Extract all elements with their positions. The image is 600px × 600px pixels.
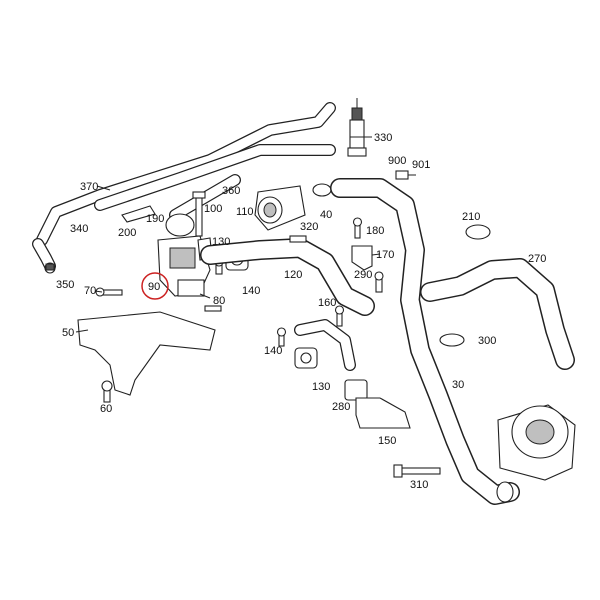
label-200: 200 <box>118 227 136 239</box>
label-900: 900 <box>388 155 406 167</box>
label-90: 90 <box>148 281 160 293</box>
pipe-120 <box>200 238 375 316</box>
connector-900 <box>395 170 416 180</box>
bolt-140b <box>276 327 287 347</box>
label-140b: 140 <box>264 345 282 357</box>
fitting-200 <box>121 205 156 223</box>
label-310: 310 <box>410 479 428 491</box>
clamp-350 <box>44 262 56 274</box>
bolt-320 <box>289 235 307 243</box>
label-100: 100 <box>204 203 222 215</box>
label-190: 190 <box>146 213 164 225</box>
valve-110 <box>254 185 306 231</box>
label-30: 30 <box>452 379 464 391</box>
label-120: 120 <box>284 269 302 281</box>
bolt-180 <box>352 217 363 239</box>
valve-90 <box>157 213 213 297</box>
plate-280 <box>344 379 368 401</box>
label-901: 901 <box>412 159 430 171</box>
label-70: 70 <box>84 285 96 297</box>
label-300: 300 <box>478 335 496 347</box>
label-40: 40 <box>320 209 332 221</box>
tube-370 <box>36 102 336 246</box>
label-330: 330 <box>374 132 392 144</box>
label-130b: 130 <box>312 381 330 393</box>
hose-270 <box>420 258 575 370</box>
label-150: 150 <box>378 435 396 447</box>
bolt-160 <box>334 305 345 327</box>
bolt-80 <box>204 305 222 312</box>
label-290: 290 <box>354 269 372 281</box>
bracket-170 <box>351 245 373 271</box>
label-320: 320 <box>300 221 318 233</box>
label-140a: 140 <box>242 285 260 297</box>
label-60: 60 <box>100 403 112 415</box>
label-280: 280 <box>332 401 350 413</box>
label-210: 210 <box>462 211 480 223</box>
label-80: 80 <box>213 295 225 307</box>
clamp-40 <box>312 183 332 197</box>
air-pump <box>497 404 576 481</box>
label-160: 160 <box>318 297 336 309</box>
gasket-130b <box>294 347 318 369</box>
label-110: 110 <box>236 206 254 218</box>
label-180: 180 <box>366 225 384 237</box>
clamp-300 <box>439 333 465 347</box>
bolt-310 <box>393 464 441 478</box>
bolt-290 <box>374 271 384 293</box>
label-130a: 130 <box>212 236 230 248</box>
clamp-210 <box>465 224 491 240</box>
label-270: 270 <box>528 253 546 265</box>
label-50: 50 <box>62 327 74 339</box>
leader-lines <box>75 136 381 333</box>
tube-340 <box>32 144 336 272</box>
label-360: 360 <box>222 185 240 197</box>
label-340: 340 <box>70 223 88 235</box>
label-350: 350 <box>56 279 74 291</box>
bolt-60 <box>101 380 113 403</box>
valve-330 <box>347 98 367 157</box>
label-170: 170 <box>376 249 394 261</box>
highlight-circle <box>141 272 169 300</box>
label-370: 370 <box>80 181 98 193</box>
bracket-50 <box>77 311 216 396</box>
hose-30 <box>330 178 520 505</box>
pipe-lower <box>294 319 356 371</box>
bracket-150 <box>355 397 411 429</box>
